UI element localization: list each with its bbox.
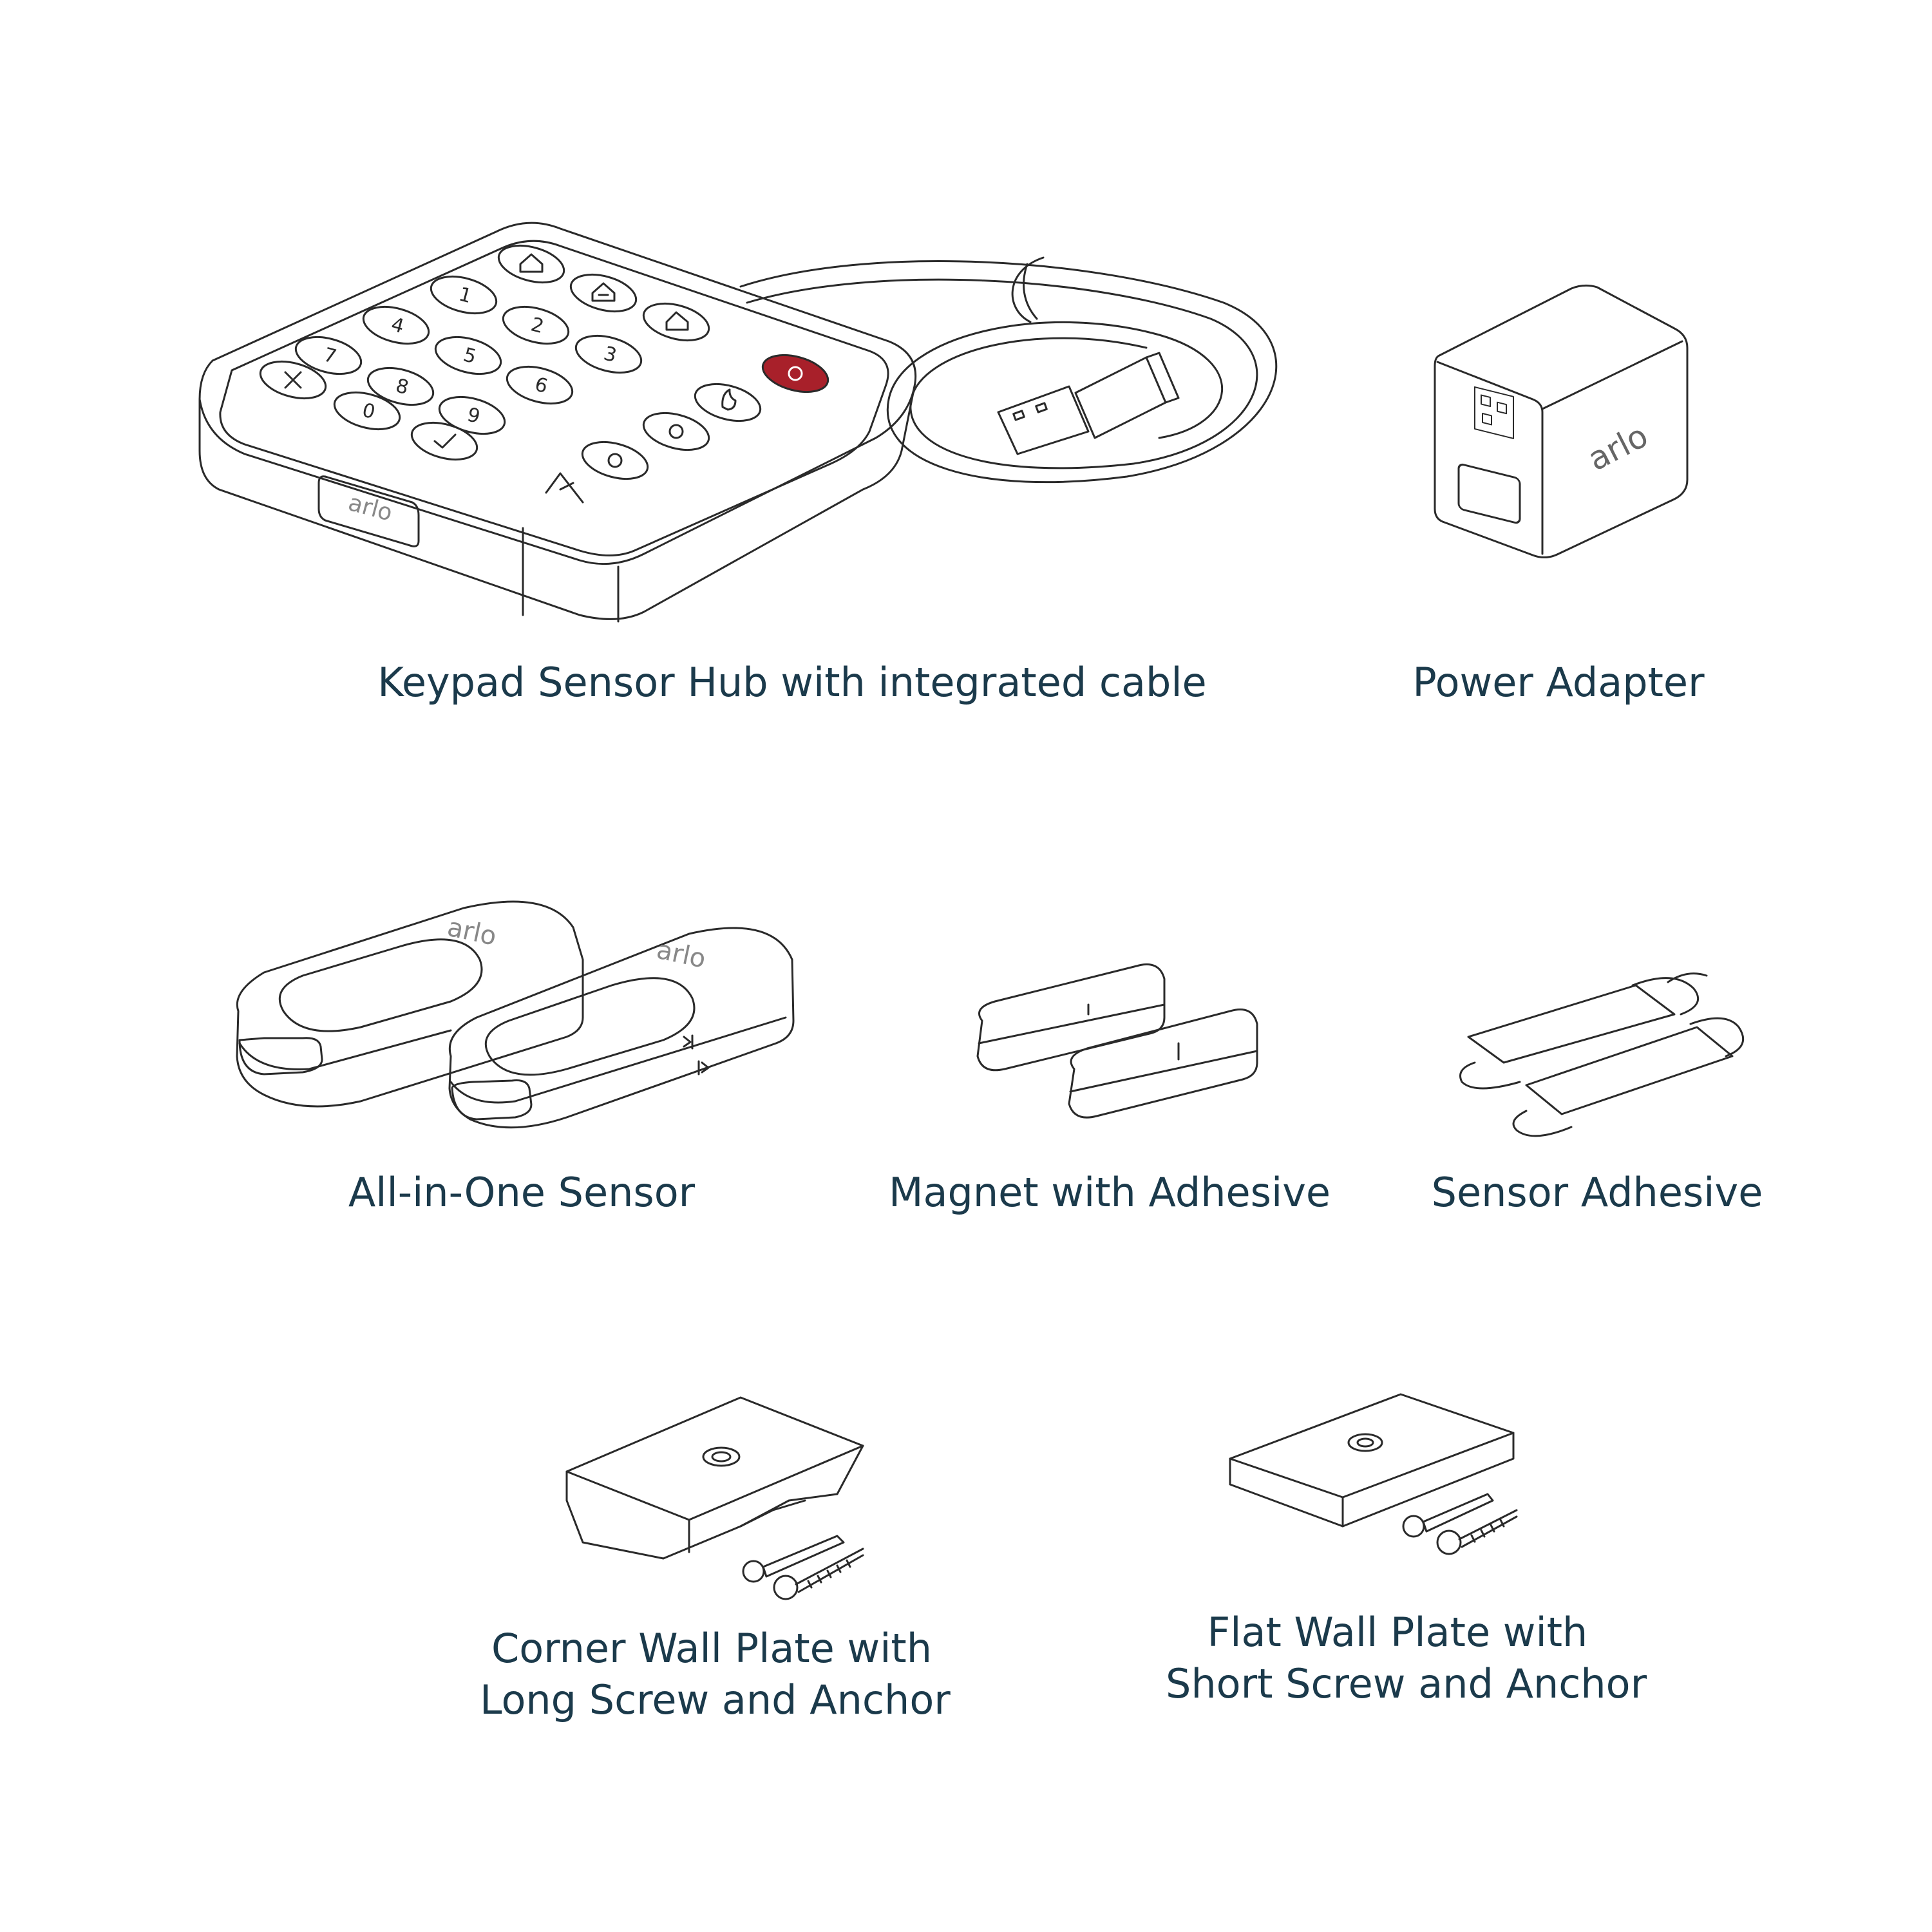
key-2: 2 [529,313,547,338]
short-screw-icon [1436,1509,1518,1555]
arlo-logo-icon [545,472,584,504]
home-icon [519,253,544,273]
key-4: 4 [389,313,407,338]
all-in-one-sensor: arlo arlo [236,900,795,1129]
adapter-brand: arlo [1582,417,1654,478]
corner-wall-plate [565,1396,864,1560]
keypad-caption: Keypad Sensor Hub with integrated cable [377,659,1207,706]
sensor-adhesive-caption: Sensor Adhesive [1431,1169,1763,1216]
key-7: 7 [321,343,339,368]
key-6: 6 [533,373,551,398]
flat-plate-caption-line-1: Flat Wall Plate with [1207,1609,1588,1656]
confirm-icon [433,433,457,449]
short-anchor-icon [1402,1493,1494,1538]
police-icon [668,424,684,439]
magnet-caption: Magnet with Adhesive [889,1169,1331,1216]
keypad-sensor-hub: 1 2 3 4 5 6 7 8 9 0 arlo [198,222,1278,623]
sensor-adhesive [1459,972,1745,1137]
medical-icon [607,453,623,468]
corner-plate-caption-line-1: Corner Wall Plate with [491,1625,933,1672]
home-stay-icon [591,282,616,302]
flat-plate-caption-line-2: Short Screw and Anchor [1166,1660,1647,1707]
corner-plate-caption-line-2: Long Screw and Anchor [480,1676,951,1723]
key-0: 0 [360,399,378,424]
sensor-caption: All-in-One Sensor [348,1169,696,1216]
long-anchor-icon [742,1535,845,1583]
sensor-brand-right: arlo [654,935,708,974]
key-3: 3 [601,342,620,367]
keypad-keys [259,245,829,480]
away-icon [665,311,689,331]
long-screw-icon [773,1548,864,1600]
sensor-brand-left: arlo [444,913,498,952]
flat-wall-plate [1229,1393,1515,1528]
key-1: 1 [457,283,475,308]
adapter-caption: Power Adapter [1412,659,1705,706]
key-8: 8 [393,374,412,399]
clear-icon [284,371,302,389]
key-5: 5 [461,343,479,368]
magnet [976,963,1258,1119]
power-adapter: arlo [1434,284,1689,558]
qr-code [1474,386,1514,439]
key-9: 9 [465,403,483,428]
fire-icon [721,388,737,411]
sos-icon [788,366,803,381]
